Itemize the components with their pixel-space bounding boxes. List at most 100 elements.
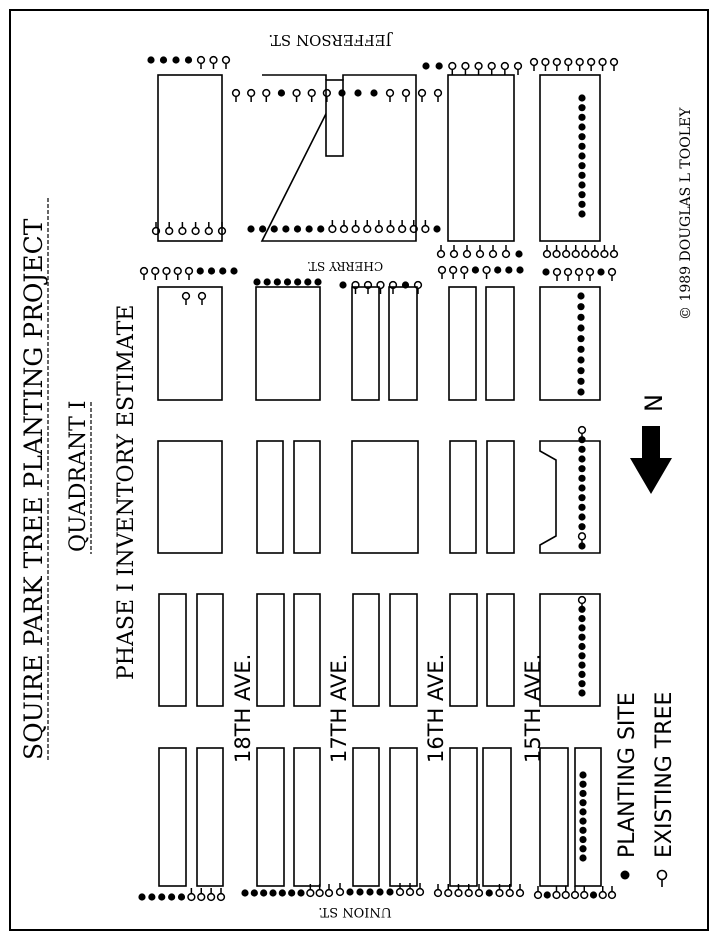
planting-site-dot xyxy=(241,889,249,897)
planting-site-dot xyxy=(577,324,585,332)
existing-tree-marker xyxy=(564,57,573,71)
planting-site-dot xyxy=(578,113,586,121)
existing-tree-marker xyxy=(221,55,231,69)
existing-tree-marker xyxy=(586,57,596,71)
legend-planting-site: PLANTING SITE xyxy=(615,692,640,858)
existing-tree-symbol xyxy=(656,869,668,887)
city-block xyxy=(449,747,478,887)
planting-site-dot xyxy=(578,642,586,651)
planting-site-dot xyxy=(230,267,238,275)
planting-site-dot xyxy=(542,268,550,276)
existing-tree-marker xyxy=(482,265,491,279)
existing-tree-marker xyxy=(335,883,345,897)
existing-tree-marker xyxy=(324,884,334,898)
existing-tree-marker xyxy=(571,245,580,259)
existing-tree-marker xyxy=(421,220,430,234)
planting-site-dot xyxy=(578,503,586,511)
existing-tree-marker xyxy=(433,88,443,102)
planting-site-dot xyxy=(578,494,586,502)
existing-tree-marker xyxy=(552,245,561,259)
planting-site-dot xyxy=(578,94,586,102)
existing-tree-marker xyxy=(401,88,411,102)
planting-site-dot xyxy=(578,465,586,473)
planting-site-dot xyxy=(516,266,524,274)
planting-site-dot xyxy=(577,313,585,321)
city-block xyxy=(256,747,285,887)
copyright-text: © 1989 DOUGLAS L TOOLEY xyxy=(678,107,694,320)
city-block xyxy=(351,440,419,554)
existing-tree-marker xyxy=(529,57,539,71)
existing-tree-marker xyxy=(598,57,607,71)
existing-tree-marker xyxy=(292,88,301,102)
existing-tree-marker xyxy=(173,266,182,280)
planting-site-dot xyxy=(386,888,394,896)
existing-tree-marker xyxy=(262,88,271,102)
city-block xyxy=(158,747,187,887)
planting-site-dot xyxy=(577,377,585,385)
planting-site-dot xyxy=(579,789,587,798)
existing-tree-marker xyxy=(415,883,425,897)
planting-site-dot xyxy=(207,267,216,275)
planting-site-dot xyxy=(578,661,586,669)
city-block xyxy=(388,286,418,401)
planting-site-dot xyxy=(305,225,313,233)
existing-tree-marker xyxy=(151,222,161,236)
existing-tree-marker xyxy=(197,888,206,902)
quadrant-label: QUADRANT I xyxy=(66,401,91,553)
planting-site-dot xyxy=(376,888,384,896)
existing-tree-marker xyxy=(307,88,316,102)
planting-site-dot xyxy=(168,893,176,901)
planting-site-dot xyxy=(579,845,587,853)
planting-site-dot xyxy=(283,278,292,286)
planting-site-dot xyxy=(578,523,586,531)
existing-tree-marker xyxy=(196,55,206,69)
city-block xyxy=(256,593,285,707)
planting-site-dot xyxy=(578,542,586,550)
planting-site-dot xyxy=(597,268,605,276)
planting-site-dot xyxy=(578,142,586,150)
existing-tree-marker xyxy=(563,267,573,281)
existing-tree-marker xyxy=(581,245,590,259)
avenue-label-18th: 18TH AVE. xyxy=(231,654,255,763)
planting-site-dot xyxy=(346,888,354,896)
existing-tree-marker xyxy=(363,280,373,294)
existing-tree-marker xyxy=(339,220,349,234)
city-block xyxy=(449,440,477,554)
planting-site-dot xyxy=(147,56,155,64)
planting-site-dot xyxy=(297,889,305,897)
existing-tree-marker xyxy=(328,220,337,234)
existing-tree-marker xyxy=(246,88,256,102)
planting-site-dot xyxy=(282,225,290,233)
city-block xyxy=(482,747,512,887)
existing-tree-marker xyxy=(474,884,484,898)
existing-tree-marker xyxy=(600,245,609,259)
city-block xyxy=(448,286,477,401)
planting-site-dot xyxy=(277,89,286,97)
city-block xyxy=(293,440,321,554)
existing-tree-marker xyxy=(216,888,226,902)
existing-tree-marker xyxy=(570,886,580,900)
existing-tree-marker xyxy=(500,61,510,75)
planting-site-dot xyxy=(294,278,302,286)
existing-tree-marker xyxy=(454,884,463,898)
planting-site-dot xyxy=(366,888,374,896)
planting-site-dot xyxy=(304,278,312,286)
existing-tree-marker xyxy=(585,267,595,281)
planting-site-dot xyxy=(578,474,586,482)
planting-site-dot xyxy=(578,652,586,660)
existing-tree-marker xyxy=(574,267,584,281)
street-label-union: UNION ST. xyxy=(318,904,391,919)
planting-site-dot xyxy=(485,889,493,897)
planting-site-dot xyxy=(253,278,261,286)
existing-tree-marker xyxy=(351,220,360,234)
existing-tree-marker xyxy=(590,245,600,259)
city-block xyxy=(486,440,515,554)
planting-site-dot xyxy=(578,133,586,141)
planting-site-dot xyxy=(338,89,346,97)
planting-site-dot xyxy=(578,484,586,492)
planting-site-dot xyxy=(578,689,586,697)
planting-site-dot xyxy=(494,266,502,274)
existing-tree-marker xyxy=(541,57,550,71)
planting-site-dot xyxy=(579,808,587,816)
map-border xyxy=(9,9,709,931)
